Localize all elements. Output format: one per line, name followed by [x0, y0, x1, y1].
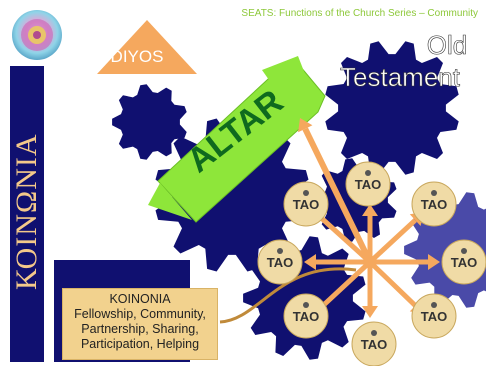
caption-line-1: Fellowship, Community,: [74, 307, 206, 321]
tao-circle: TAO: [441, 239, 486, 285]
tao-circle: TAO: [283, 293, 329, 339]
altar-arrow: [148, 56, 326, 223]
gear-2: [325, 41, 459, 175]
vertical-title-bar: [10, 66, 44, 362]
person-icon: [431, 190, 437, 196]
tao-circle: TAO: [283, 181, 329, 227]
tao-circle: TAO: [345, 161, 391, 207]
vertical-title: ΚΟΙΝΩΝΙΑ: [10, 133, 43, 290]
person-icon: [303, 190, 309, 196]
tao-circle: TAO: [411, 293, 457, 339]
arrow-up: [362, 204, 378, 262]
tao-circles: TAO TAO TAO TAO TAO TAO TAO TAO: [257, 161, 486, 366]
radiating-arrows: [298, 118, 440, 318]
arrow-right: [370, 254, 440, 270]
caption-line-2: Partnership, Sharing,: [81, 322, 199, 336]
caption-line-3: Participation, Helping: [80, 337, 200, 351]
series-title: SEATS: Functions of the Church Series – …: [241, 8, 478, 19]
arrow-left: [304, 254, 370, 270]
caption-connector: [219, 267, 357, 324]
arrow-to-altar: [298, 118, 373, 264]
testament-label-line1: Old: [427, 30, 467, 60]
tao-label: TAO: [267, 255, 293, 270]
tao-circle: TAO: [351, 321, 397, 366]
gear-5: [112, 84, 187, 160]
tao-label: TAO: [355, 177, 381, 192]
person-icon: [371, 330, 377, 336]
tao-label: TAO: [361, 337, 387, 352]
testament-label-line2: Testament: [340, 62, 461, 92]
tao-label: TAO: [421, 197, 447, 212]
tao-label: TAO: [421, 309, 447, 324]
person-icon: [365, 170, 371, 176]
tao-circle: TAO: [257, 239, 303, 285]
tao-circle: TAO: [411, 181, 457, 227]
person-icon: [303, 302, 309, 308]
person-icon: [431, 302, 437, 308]
arrow-down: [362, 262, 378, 318]
caption-title: KOINONIA: [109, 292, 171, 306]
caption-box: KOINONIA Fellowship, Community, Partners…: [62, 288, 218, 360]
person-icon: [277, 248, 283, 254]
tao-label: TAO: [293, 197, 319, 212]
person-icon: [461, 248, 467, 254]
tao-label: TAO: [451, 255, 477, 270]
tao-label: TAO: [293, 309, 319, 324]
church-logo-icon: [12, 10, 62, 60]
god-label: DIYOS: [111, 47, 164, 66]
god-triangle: [97, 20, 197, 74]
